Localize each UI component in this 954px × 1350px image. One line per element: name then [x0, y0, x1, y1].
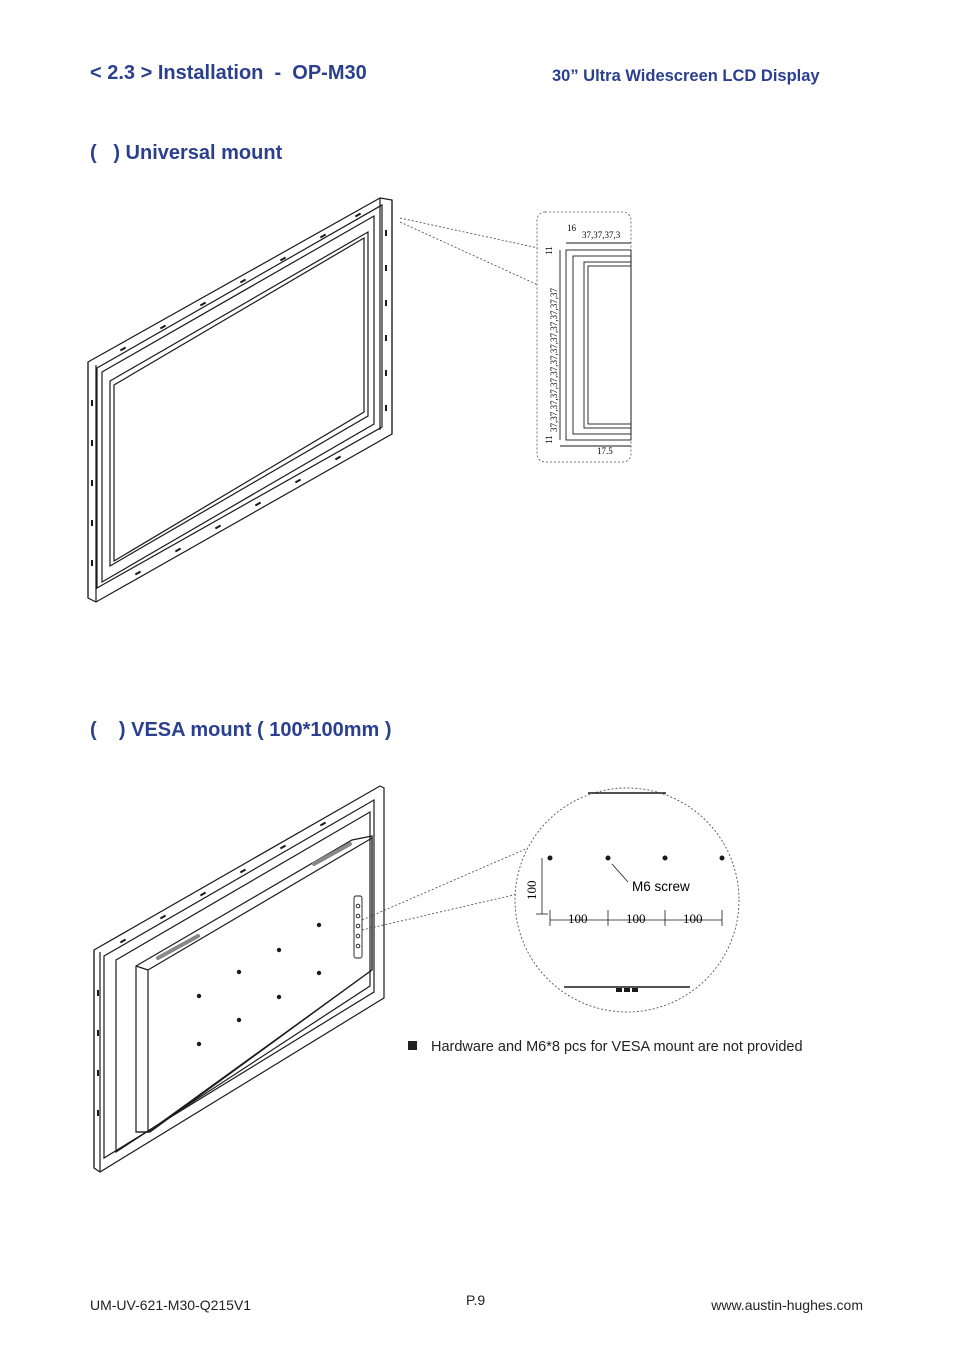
dim-top-pitch: 37,37,37,3 [582, 230, 621, 240]
vesa-detail-circle [514, 787, 740, 1013]
universal-mount-heading: ( ) Universal mount [90, 142, 283, 164]
page-number: P.9 [466, 1292, 486, 1308]
m6-screw-label: M6 screw [632, 879, 690, 894]
website-url: www.austin-hughes.com [711, 1297, 863, 1313]
hardware-note: Hardware and M6*8 pcs for VESA mount are… [408, 1039, 803, 1055]
dim-top-left: 16 [567, 223, 577, 233]
detail-screw-holes [547, 855, 725, 861]
dim-horizontal-2: 100 [626, 911, 646, 926]
product-subtitle: 30” Ultra Widescreen LCD Display [552, 67, 820, 85]
hardware-note-text: Hardware and M6*8 pcs for VESA mount are… [431, 1039, 803, 1055]
dim-horizontal-1: 100 [568, 911, 588, 926]
dim-horizontal-3: 100 [683, 911, 703, 926]
section-title: < 2.3 > Installation - OP-M30 [90, 62, 367, 84]
note-bullet [408, 1041, 417, 1050]
document-code: UM-UV-621-M30-Q215V1 [90, 1297, 252, 1313]
mount-holes [91, 212, 387, 576]
vesa-holes [196, 922, 322, 1047]
vesa-mount-heading: ( ) VESA mount ( 100*100mm ) [90, 719, 392, 741]
dim-bottom: 17.5 [597, 446, 613, 456]
dim-side-bottom: 11 [544, 435, 554, 444]
dim-vertical-100: 100 [524, 881, 539, 901]
universal-mount-drawing: 16 37,37,37,3 11 37,37,37,37,37,37,37,37… [87, 197, 632, 603]
dim-side-pitch: 37,37,37,37,37,37,37,37,37,37,37,37,37 [549, 288, 559, 433]
vesa-mount-drawing: 100 100 100 100 M6 screw [93, 785, 740, 1173]
monitor-front-frame [87, 197, 393, 603]
dim-side-top: 11 [544, 246, 554, 255]
universal-detail-box [536, 211, 632, 463]
